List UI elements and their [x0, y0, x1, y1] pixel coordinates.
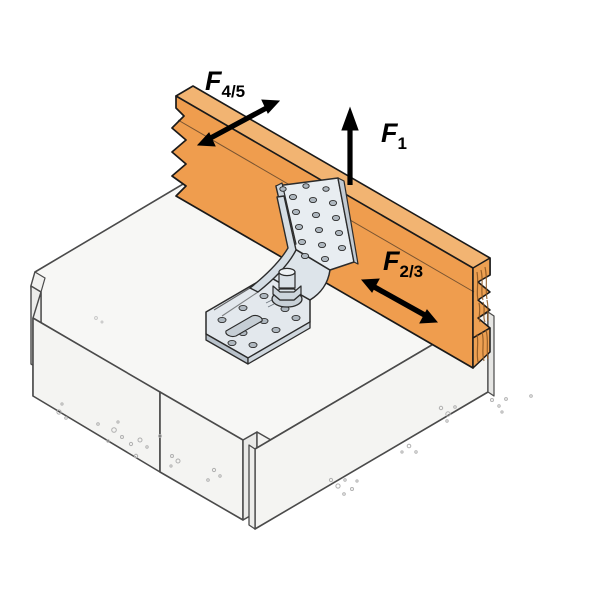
beam-grain-lines-upper	[476, 266, 488, 301]
bracket-rib-shadow	[213, 287, 251, 311]
angle-bracket	[205, 177, 359, 365]
force-label-f23-base: F	[383, 246, 400, 276]
force-label-f45-subscript: 4/5	[221, 82, 246, 101]
force-label-f1-subscript: 1	[397, 134, 407, 153]
bracket-flange-edge	[337, 177, 359, 265]
force-label-f23-subscript: 2/3	[399, 262, 424, 281]
arrow-f45	[196, 99, 281, 147]
force-label-f23: F2/3	[383, 246, 423, 281]
bolt-shank-top	[278, 267, 296, 277]
aggregate-speckles-left	[56, 402, 222, 482]
aggregate-speckles-right	[328, 394, 533, 496]
force-label-f45-base: F	[205, 66, 222, 96]
force-label-f1: F1	[381, 118, 407, 153]
bracket-flange-nail-holes	[279, 183, 347, 263]
beam-grain-lines-lower	[476, 329, 489, 363]
bracket-base-plate-edge-right	[247, 321, 311, 365]
slab-step-riser	[248, 444, 256, 530]
arrow-f23	[360, 278, 439, 324]
force-label-f45: F4/5	[205, 66, 245, 101]
beam-grain-lines-middle	[478, 299, 489, 323]
force-label-f1-base: F	[381, 118, 398, 148]
bracket-base-slot	[225, 314, 263, 338]
bracket-rib-shadow-2	[221, 291, 259, 317]
aggregate-speckles-top	[94, 316, 104, 324]
hex-bolt	[271, 267, 303, 308]
bolt-hex-nut-side	[272, 285, 302, 301]
force-arrows	[196, 99, 439, 324]
arrow-f1	[341, 106, 359, 185]
bracket-embossed-mark	[265, 299, 275, 308]
